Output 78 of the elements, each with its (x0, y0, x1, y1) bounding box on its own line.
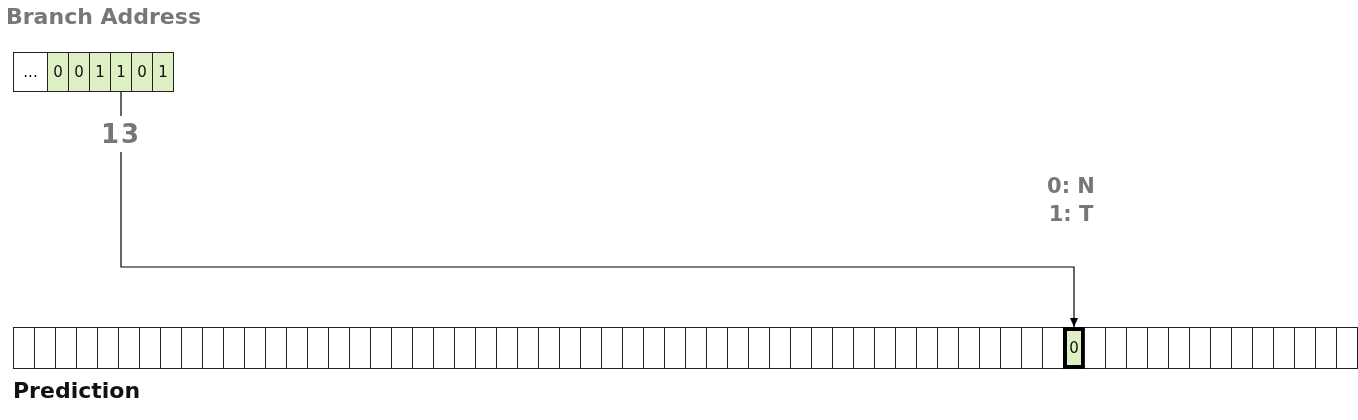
table-cell (1126, 327, 1148, 369)
table-cell (1315, 327, 1337, 369)
table-cell (55, 327, 77, 369)
table-cell (790, 327, 812, 369)
table-cell (1168, 327, 1190, 369)
table-cell (244, 327, 266, 369)
table-cell (1042, 327, 1064, 369)
leader-line (120, 91, 122, 117)
table-cell (706, 327, 728, 369)
table-cell (307, 327, 329, 369)
table-cell (601, 327, 623, 369)
table-cell (1189, 327, 1211, 369)
table-cell (559, 327, 581, 369)
bit-cell: 0 (47, 52, 69, 92)
table-cell (1336, 327, 1358, 369)
table-cell (97, 327, 119, 369)
table-cell (1294, 327, 1316, 369)
bit-cell: 0 (68, 52, 90, 92)
table-cell (181, 327, 203, 369)
table-cell (727, 327, 749, 369)
table-cell (1252, 327, 1274, 369)
table-cell (160, 327, 182, 369)
table-cell (580, 327, 602, 369)
table-cell (832, 327, 854, 369)
table-cell (979, 327, 1001, 369)
table-cell (748, 327, 770, 369)
table-cell (76, 327, 98, 369)
table-cell (1273, 327, 1295, 369)
table-cell (118, 327, 140, 369)
table-cell (622, 327, 644, 369)
table-cell (433, 327, 455, 369)
table-cell (412, 327, 434, 369)
section-title: Branch Address (6, 4, 201, 29)
table-cell (1231, 327, 1253, 369)
bit-cell: 1 (89, 52, 111, 92)
table-cell (958, 327, 980, 369)
table-cell (475, 327, 497, 369)
section-title: Prediction (13, 378, 141, 403)
table-cell (349, 327, 371, 369)
arrow (120, 151, 1078, 328)
index-value: 13 (100, 116, 142, 152)
table-cell (685, 327, 707, 369)
table-cell (916, 327, 938, 369)
table-cell (286, 327, 308, 369)
table-cell (538, 327, 560, 369)
table-cell (139, 327, 161, 369)
table-cell (1147, 327, 1169, 369)
note-text: 1: T (1047, 202, 1095, 226)
bit-cell: 1 (152, 52, 174, 92)
table-cell (517, 327, 539, 369)
selected-table-cell: 0 (1063, 327, 1085, 369)
table-cell (223, 327, 245, 369)
table-cell (1021, 327, 1043, 369)
table-cell (370, 327, 392, 369)
table-cell (853, 327, 875, 369)
table-cell (664, 327, 686, 369)
table-cell (454, 327, 476, 369)
ellipsis-cell: ... (13, 52, 48, 92)
table-cell (937, 327, 959, 369)
table-cell (1210, 327, 1232, 369)
table-cell (34, 327, 56, 369)
bit-cell: 0 (131, 52, 153, 92)
table-cell (391, 327, 413, 369)
table-cell (328, 327, 350, 369)
table-cell (769, 327, 791, 369)
bit-cell: 1 (110, 52, 132, 92)
table-cell (811, 327, 833, 369)
table-cell (874, 327, 896, 369)
table-cell (13, 327, 35, 369)
table-cell (1000, 327, 1022, 369)
table-cell (643, 327, 665, 369)
note-text: 0: N (1046, 174, 1096, 198)
table-cell (202, 327, 224, 369)
table-cell (496, 327, 518, 369)
table-cell (1084, 327, 1106, 369)
table-cell (1105, 327, 1127, 369)
table-cell (265, 327, 287, 369)
table-cell (895, 327, 917, 369)
